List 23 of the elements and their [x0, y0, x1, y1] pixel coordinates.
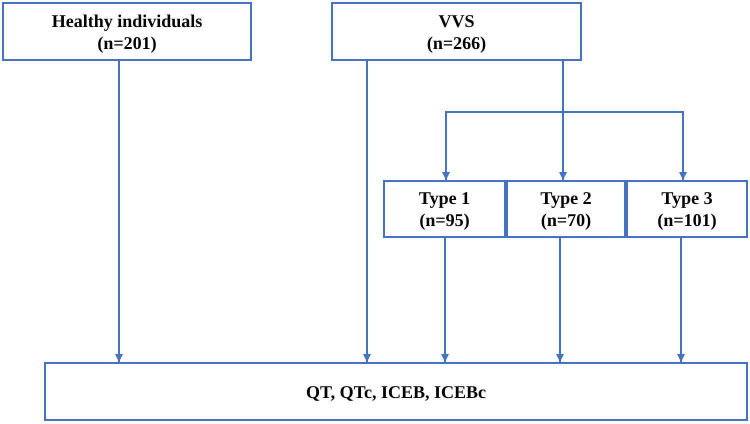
group-name: Type 2 [540, 187, 592, 209]
process-box [44, 362, 748, 421]
sample-size: (n=266) [426, 32, 486, 54]
group-name: VVS [438, 10, 474, 32]
group-name: Type 3 [661, 187, 713, 209]
arrow [115, 61, 123, 362]
group-name: Healthy individuals [52, 10, 202, 32]
arrow [556, 238, 564, 362]
arrow [677, 238, 685, 362]
sample-size: (n=70) [540, 209, 592, 231]
sample-size: (n=201) [97, 32, 157, 54]
arrow [562, 61, 687, 180]
sample-size: (n=101) [657, 209, 717, 231]
process-box [331, 2, 582, 61]
arrow [363, 61, 371, 362]
process-box [506, 180, 626, 238]
arrow [441, 238, 449, 362]
process-box [2, 2, 252, 61]
measures-text: QT, QTc, ICEB, ICEBc [306, 380, 486, 402]
process-box [383, 180, 506, 238]
group-name: Type 1 [418, 187, 470, 209]
sample-size: (n=95) [419, 209, 470, 231]
process-box [626, 180, 748, 238]
